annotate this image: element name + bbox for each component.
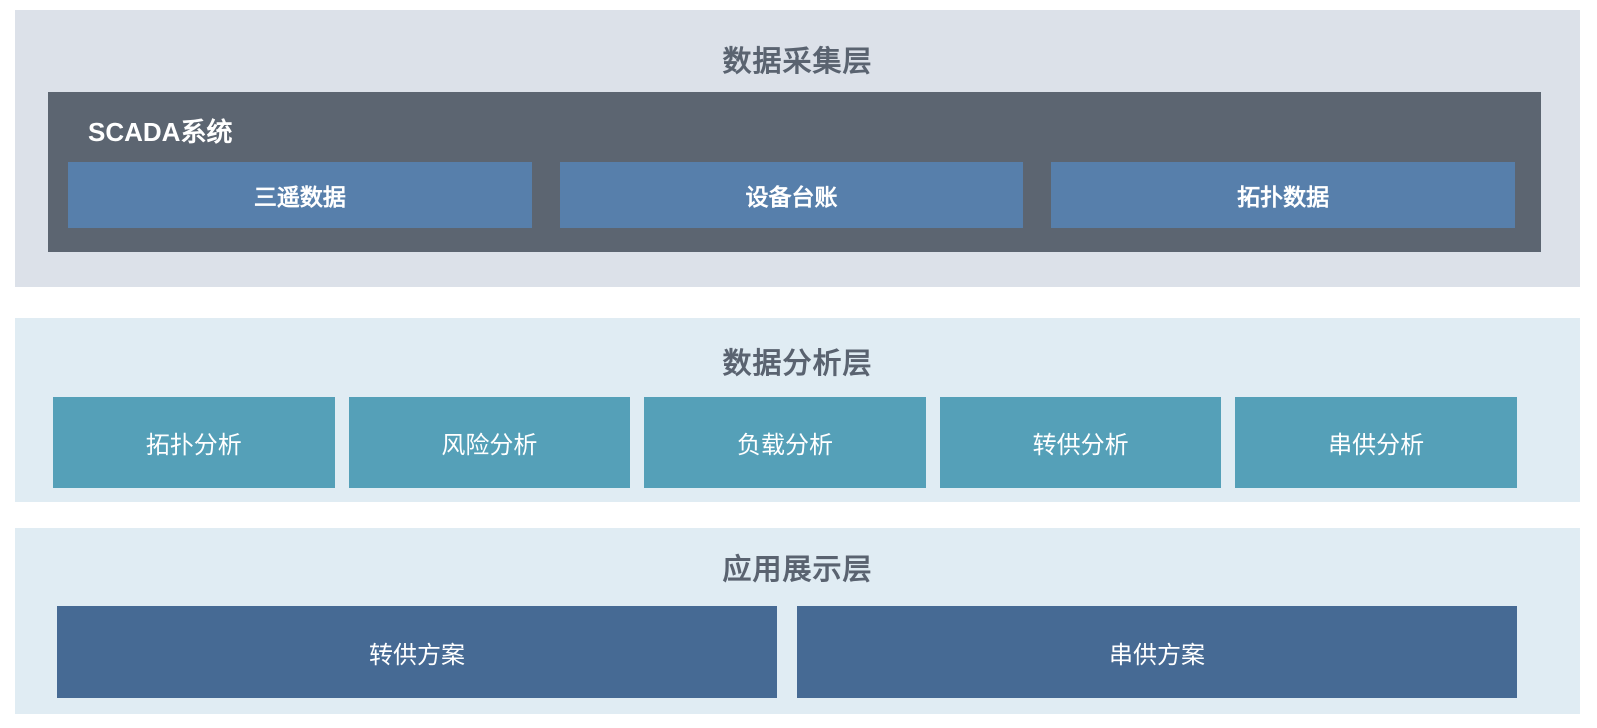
data-analysis-layer-title: 数据分析层 <box>722 348 873 380</box>
application-display-layer: 应用展示层 转供方案 串供方案 <box>15 528 1580 714</box>
scada-system-label: SCADA系统 <box>88 117 233 147</box>
box-transfer-supply-analysis: 转供分析 <box>939 397 1222 488</box>
data-collection-layer-title: 数据采集层 <box>722 46 873 78</box>
box-risk-analysis: 风险分析 <box>348 397 631 488</box>
data-analysis-layer: 数据分析层 拓扑分析 风险分析 负载分析 转供分析 串供分析 <box>15 318 1580 502</box>
box-series-supply-plan: 串供方案 <box>797 606 1517 698</box>
box-remote-data: 三遥数据 <box>68 162 532 228</box>
application-box-row: 转供方案 串供方案 <box>57 606 1517 698</box>
data-collection-layer: 数据采集层 SCADA系统 三遥数据 设备台账 拓扑数据 <box>15 10 1580 287</box>
box-series-supply-analysis: 串供分析 <box>1235 397 1517 488</box>
application-display-layer-title: 应用展示层 <box>722 554 873 586</box>
box-transfer-supply-plan: 转供方案 <box>57 606 777 698</box>
scada-system-group: SCADA系统 三遥数据 设备台账 拓扑数据 <box>48 92 1541 252</box>
box-equipment-ledger: 设备台账 <box>559 162 1024 228</box>
analysis-box-row: 拓扑分析 风险分析 负载分析 转供分析 串供分析 <box>53 397 1517 488</box>
box-topology-data: 拓扑数据 <box>1051 162 1516 228</box>
box-topology-analysis: 拓扑分析 <box>53 397 335 488</box>
box-load-analysis: 负载分析 <box>644 397 926 488</box>
scada-box-row: 三遥数据 设备台账 拓扑数据 <box>68 162 1516 228</box>
